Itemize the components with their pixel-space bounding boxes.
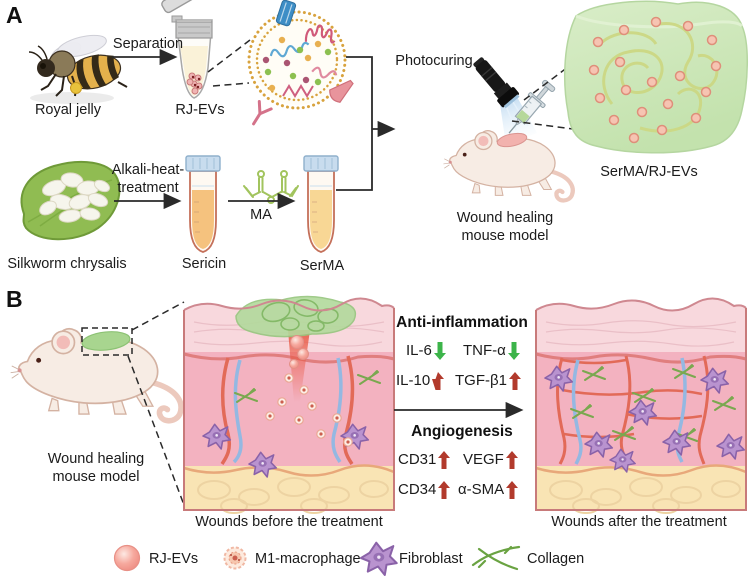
rj-ev-icon (113, 544, 141, 572)
wound-model-a-label: Wound healing mouse model (456, 210, 554, 245)
vesicle-diagram (247, 0, 354, 126)
hydrogel-illustration (564, 0, 748, 154)
zigzag-rna-icon (282, 84, 314, 98)
up-arrow-icon (505, 451, 518, 469)
folded-protein-icon (304, 24, 336, 44)
marker-tnfa: TNF-α (463, 341, 520, 360)
receptor-icon (329, 79, 354, 103)
up-arrow-icon (438, 451, 451, 469)
ma-label: MA (250, 207, 272, 223)
marker-vegf: VEGF (463, 450, 518, 469)
before-label: Wounds before the treatment (195, 514, 383, 530)
antibody-receptor-icon (252, 100, 273, 126)
bracket-connector (336, 56, 396, 191)
legend-collagen-label: Collagen (527, 551, 585, 567)
transmembrane-protein-icon (275, 0, 297, 27)
up-arrow-icon (508, 372, 521, 390)
sericin-tube (185, 155, 221, 253)
alkali-label: Alkali-heat-treatment (111, 162, 185, 197)
cocoons (39, 172, 111, 223)
rj-evs-label: RJ-EVs (175, 102, 225, 118)
legend-rj-evs-label: RJ-EVs (149, 551, 199, 567)
marker-asma: α-SMA (458, 480, 519, 499)
m1-macrophage-icon (223, 546, 247, 570)
angiogenesis-title: Angiogenesis (411, 423, 513, 440)
dashed-callout-box (81, 327, 133, 356)
collagen-icon (471, 545, 521, 571)
wound-patch (496, 132, 528, 148)
marker-tgfb1: TGF-β1 (455, 371, 521, 390)
ma-structure-icon (243, 170, 299, 204)
marker-il6: IL-6 (406, 341, 446, 360)
skin-before-illustration (183, 295, 395, 514)
wound-model-b-label: Wound healing mouse model (47, 451, 145, 486)
marker-cd31: CD31 (398, 450, 451, 469)
serma-label: SerMA (299, 258, 345, 274)
flashlight-illustration (473, 57, 520, 109)
royal-jelly-label: Royal jelly (34, 102, 102, 118)
legend-m1-label: M1-macrophage (255, 551, 361, 567)
gel-patch (81, 331, 131, 351)
callout-lines-mouse-skin (127, 301, 185, 506)
silkworm-label: Silkworm chrysalis (7, 256, 127, 272)
rna-blue-icon (269, 41, 310, 58)
marker-il10: IL-10 (396, 371, 445, 390)
sericin-label: Sericin (181, 256, 227, 272)
serma-rj-evs-label: SerMA/RJ-EVs (600, 164, 698, 180)
up-arrow-icon (432, 372, 445, 390)
embedded-evs (588, 16, 722, 144)
microtube-rj-evs (161, 0, 213, 99)
panel-b-label: B (6, 286, 23, 312)
up-arrow-icon (438, 481, 451, 499)
marker-cd34: CD34 (398, 480, 451, 499)
callout-lines-tube-vesicle (207, 39, 251, 87)
serma-tube (303, 155, 339, 253)
photocuring-label: Photocuring (395, 53, 473, 69)
separation-label: Separation (112, 36, 184, 52)
up-arrow-icon (506, 481, 519, 499)
skin-after-illustration (535, 297, 747, 514)
bee-illustration (28, 34, 128, 104)
down-arrow-icon (507, 342, 520, 360)
down-arrow-icon (433, 342, 446, 360)
panel-a-label: A (6, 2, 23, 28)
leaf-chrysalis-illustration (20, 160, 121, 241)
legend-fibroblast-label: Fibroblast (399, 551, 463, 567)
anti-inflammation-title: Anti-inflammation (396, 314, 528, 331)
after-label: Wounds after the treatment (551, 514, 727, 530)
rna-pink-icon (311, 66, 338, 79)
cargo-dots (262, 36, 332, 92)
